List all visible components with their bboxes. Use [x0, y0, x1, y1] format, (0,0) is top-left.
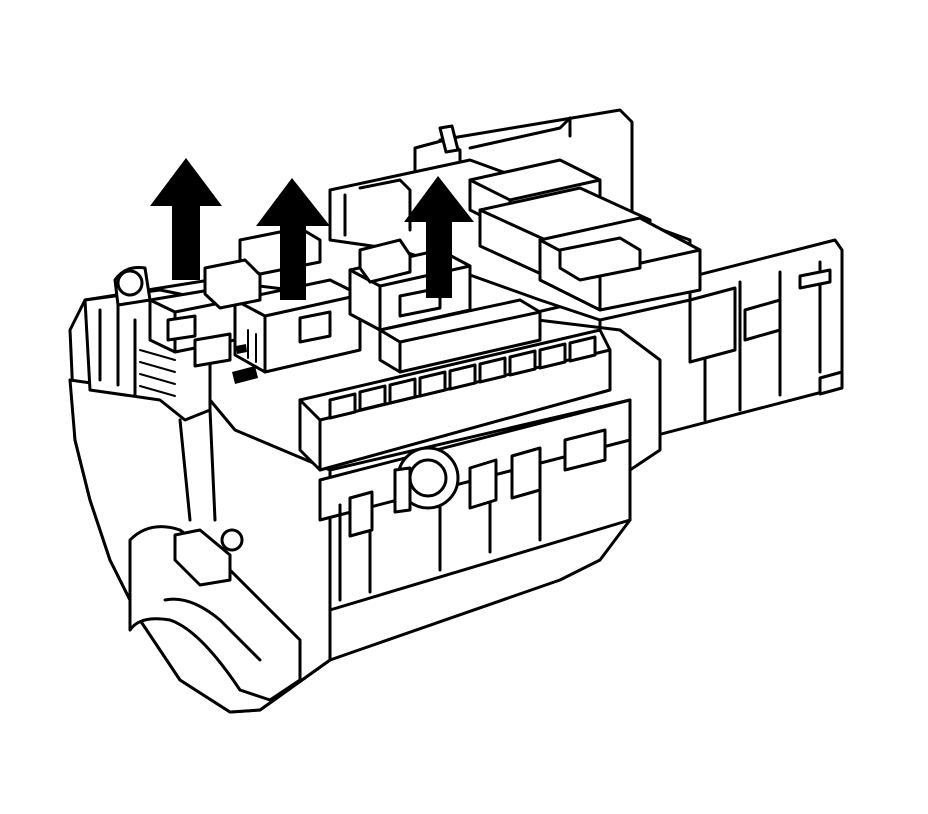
removal-arrow-right: [404, 176, 474, 298]
removal-arrow-center: [256, 178, 330, 300]
mid-lead-frame: [193, 298, 542, 374]
relay-row: [468, 158, 702, 312]
connector-center: [203, 226, 362, 374]
removal-arrow-left: [150, 158, 222, 280]
label-patch: [232, 344, 258, 384]
latch-loop: [128, 408, 302, 702]
fuse-slots: [328, 335, 597, 420]
grommet: [393, 446, 460, 514]
